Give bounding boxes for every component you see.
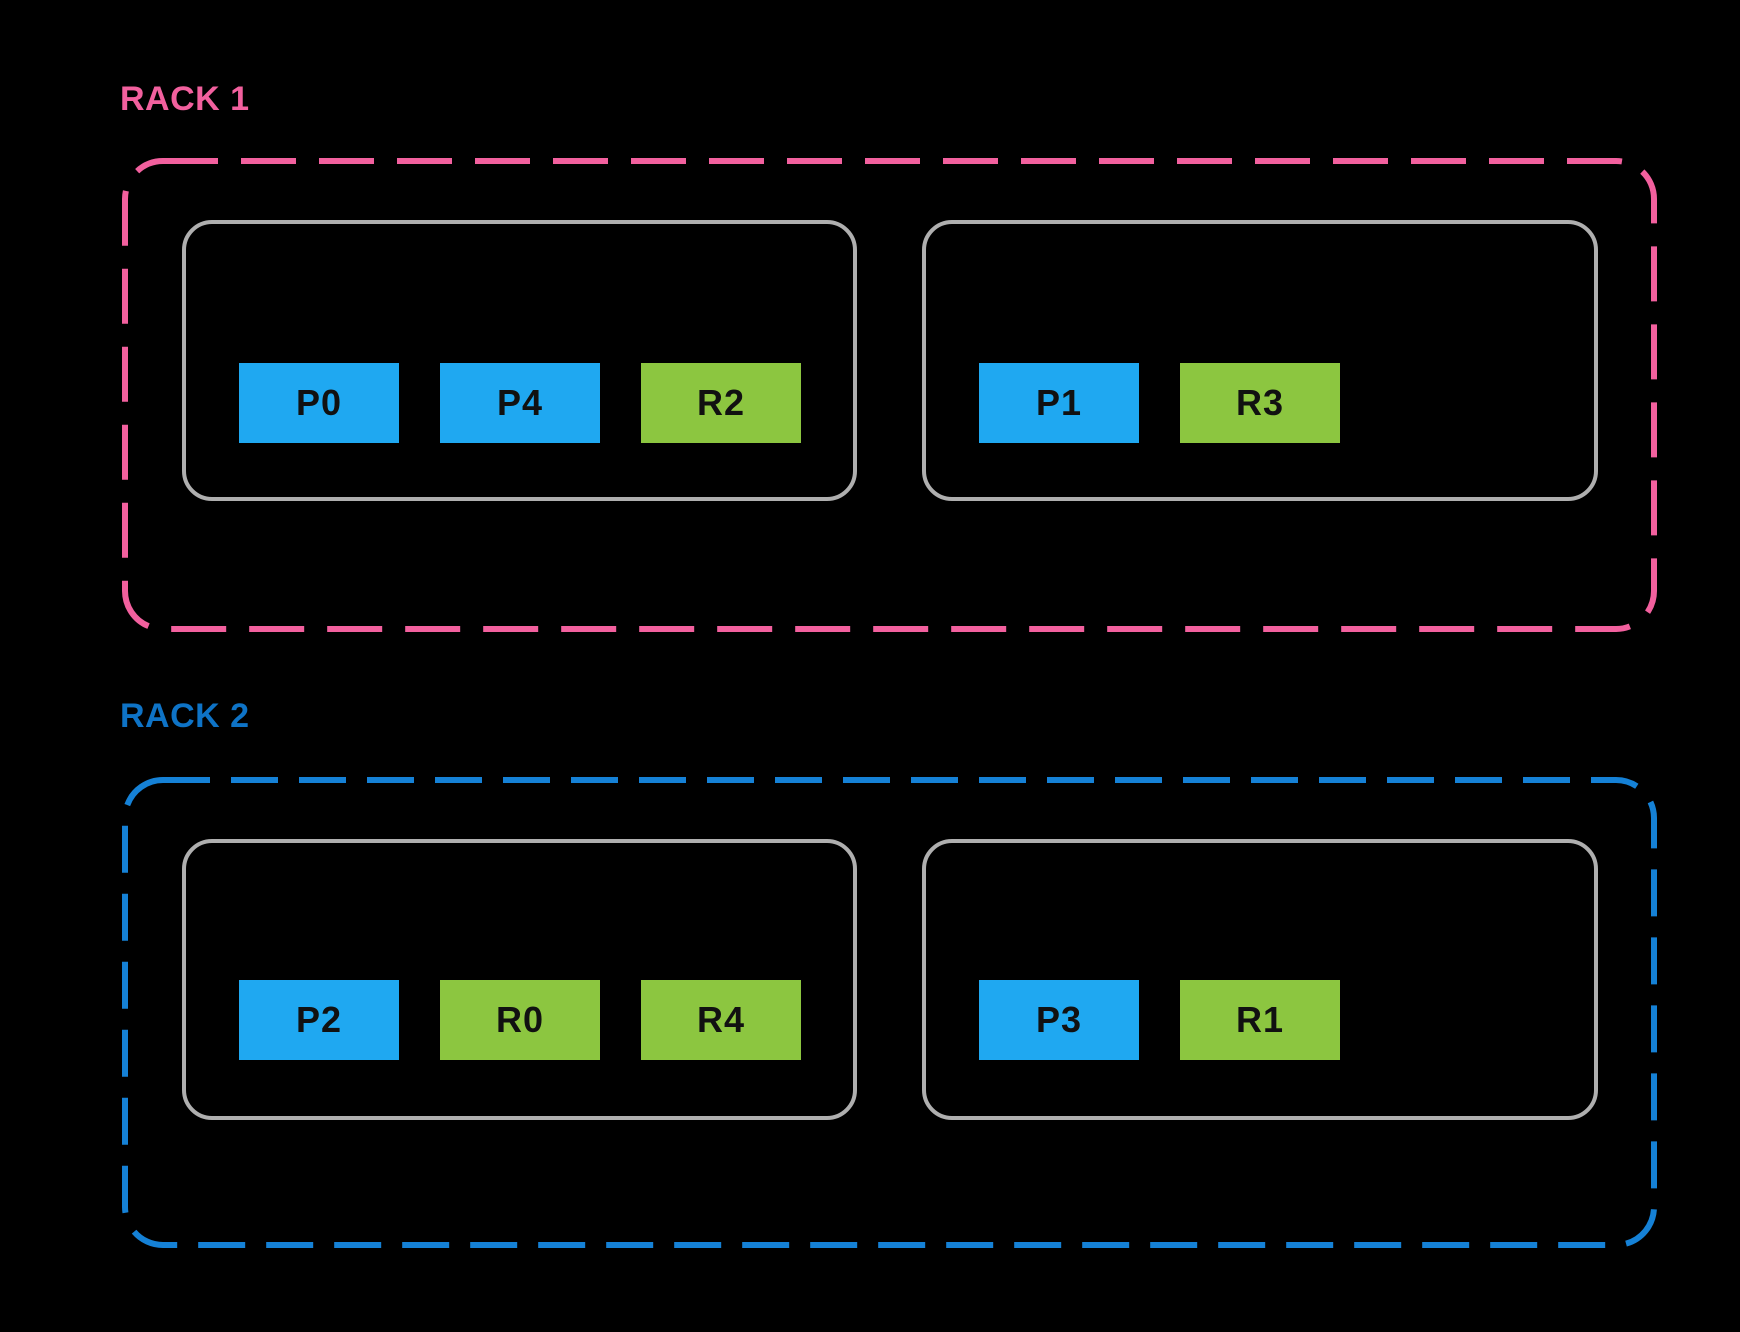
rack-1-node-2: P1 R3 <box>922 220 1598 501</box>
replica-block-r4: R4 <box>641 980 801 1060</box>
rack-2-node-1: P2 R0 R4 <box>182 839 857 1120</box>
rack-2-node-2: P3 R1 <box>922 839 1598 1120</box>
partition-block-p0: P0 <box>239 363 399 443</box>
rack-2-label: RACK 2 <box>120 697 250 735</box>
rack-1-label: RACK 1 <box>120 80 250 118</box>
replica-block-r0: R0 <box>440 980 600 1060</box>
rack-2-boundary: P2 R0 R4 P3 R1 <box>122 777 1657 1248</box>
partition-block-p4: P4 <box>440 363 600 443</box>
replica-block-r2: R2 <box>641 363 801 443</box>
rack-1-dashed-border <box>122 158 1657 632</box>
replica-block-r3: R3 <box>1180 363 1340 443</box>
rack-1-boundary: P0 P4 R2 P1 R3 <box>122 158 1657 632</box>
rack-1-node-1: P0 P4 R2 <box>182 220 857 501</box>
partition-block-p1: P1 <box>979 363 1139 443</box>
partition-block-p2: P2 <box>239 980 399 1060</box>
partition-block-p3: P3 <box>979 980 1139 1060</box>
replica-block-r1: R1 <box>1180 980 1340 1060</box>
rack-2-dashed-border <box>122 777 1657 1248</box>
